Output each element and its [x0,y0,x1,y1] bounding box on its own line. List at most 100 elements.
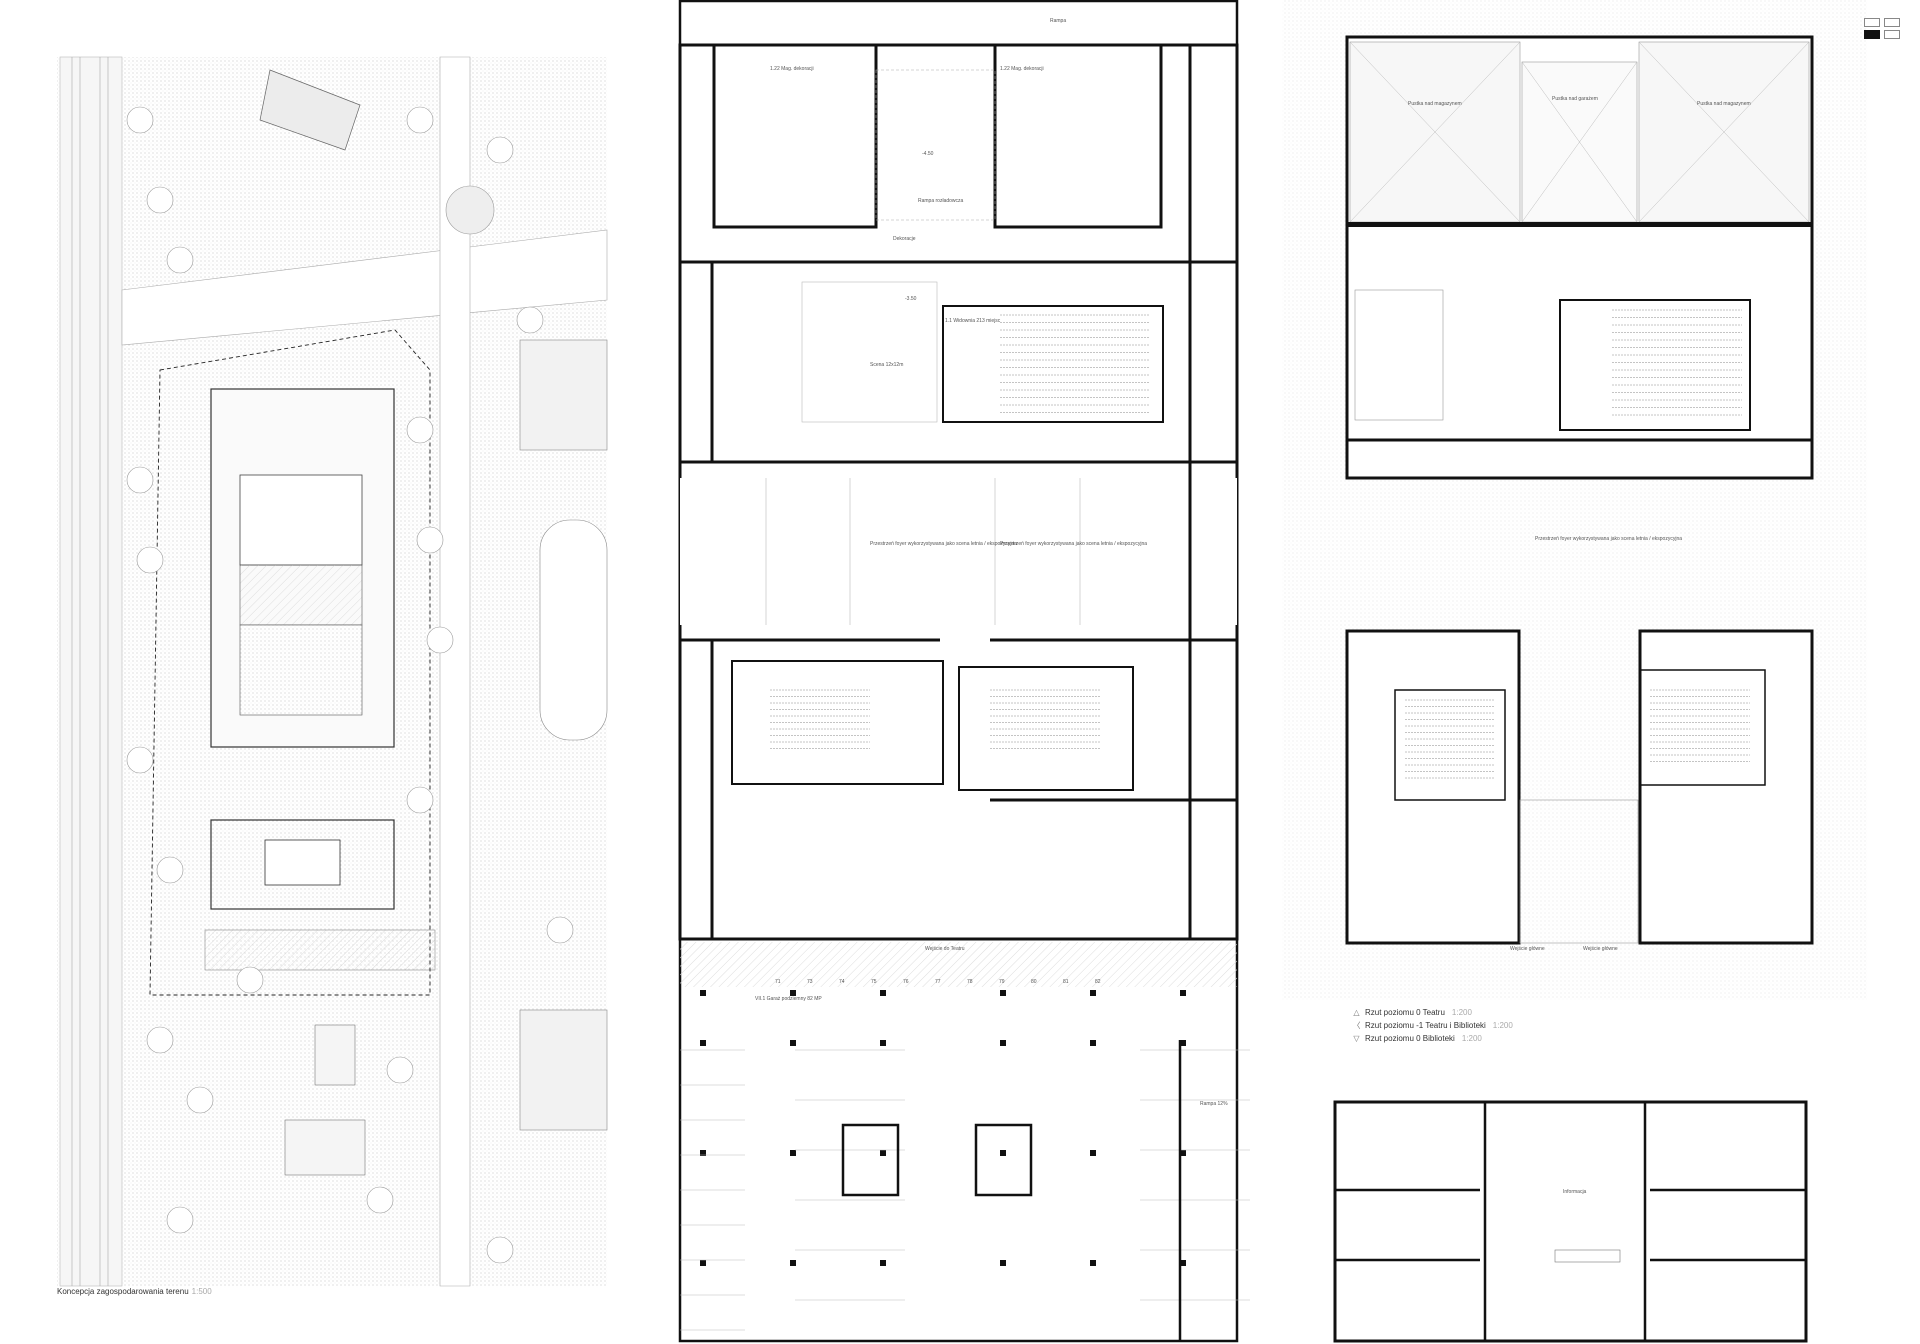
legend-scale: 1:200 [1451,1008,1472,1017]
legend-label: Rzut poziomu 0 Teatru [1365,1008,1445,1017]
tree [486,1236,514,1264]
storage-left [712,43,878,229]
column [1000,1150,1006,1156]
sports-field [519,339,608,451]
storage-right [993,43,1163,229]
hall-wing-left [1345,629,1521,945]
legend-item: ▽ Rzut poziomu 0 Biblioteki 1:200 [1352,1032,1513,1045]
chevron-left-icon: 〈 [1352,1021,1361,1030]
toggle-box[interactable] [1864,30,1880,39]
column [790,1260,796,1266]
hall-left [731,660,944,785]
tree [386,1056,414,1084]
parking-space-number: 82 [1095,979,1101,985]
plan-legend: △ Rzut poziomu 0 Teatru 1:200 〈 Rzut pozi… [1352,1006,1513,1045]
hall-left-room [1394,689,1506,801]
stage [801,281,938,423]
auditorium-upper [1559,299,1751,431]
legend-label: Rzut poziomu 0 Biblioteki [1365,1034,1455,1043]
tree [126,106,154,134]
room-label: Rampa [1050,18,1066,24]
tree [156,856,184,884]
tree [166,246,194,274]
caption-title: Koncepcja zagospodarowania terenu [57,1287,189,1296]
triangle-up-icon: △ [1353,1008,1360,1017]
tree [416,526,444,554]
column [1000,1040,1006,1046]
room-label: Wejście do Teatru [925,946,965,952]
column [790,1040,796,1046]
room-label: Informacja [1563,1189,1587,1195]
column [1090,1040,1096,1046]
site-plan [57,56,608,1287]
column [1090,990,1096,996]
column [1090,1150,1096,1156]
wall [1347,222,1812,227]
toggle-box[interactable] [1884,30,1900,39]
room-label: VII.1 Garaż podziemny 82 MP [755,996,822,1002]
parking-space-number: 71 [775,979,781,985]
tree [516,306,544,334]
tree [126,466,154,494]
auditorium-seats [1612,309,1742,416]
column [1000,990,1006,996]
room-label: Przestrzeń foyer wykorzystywana jako sce… [1000,541,1147,547]
column [880,1260,886,1266]
parking-space-number: 75 [871,979,877,985]
room-label: 1.22 Mag. dekoracji [1000,66,1044,72]
triangle-down-icon: ▽ [1353,1034,1360,1043]
auditorium [942,305,1164,423]
tree [126,746,154,774]
parking-entry-strip [680,942,1237,987]
house [314,1024,356,1086]
column [700,1150,706,1156]
parking-space-number: 74 [839,979,845,985]
running-track [539,519,608,741]
column [1180,1260,1186,1266]
tree [406,416,434,444]
toggle-box[interactable] [1884,18,1900,27]
column [1180,1040,1186,1046]
parking-space-number: 81 [1063,979,1069,985]
column [700,1040,706,1046]
tree [236,966,264,994]
column [880,1150,886,1156]
room-label: Rampa rozładowcza [918,198,964,204]
tree [186,1086,214,1114]
room-label: Wejście główne [1510,946,1545,952]
neighbour-building [519,1009,608,1131]
tree [426,626,454,654]
hall-seats [1405,689,1750,779]
tree [146,1026,174,1054]
trees [126,106,574,1264]
room-label: Pustka nad garażem [1552,96,1598,102]
hall-wing-right [1638,629,1814,945]
plan-level-0: Pustka nad magazynem Pustka nad garażem … [1282,0,1867,1343]
column [790,990,796,996]
hall-right [958,666,1134,791]
toggle-box[interactable] [1864,18,1880,27]
legend-item: △ Rzut poziomu 0 Teatru 1:200 [1352,1006,1513,1019]
railway-band [59,56,123,1287]
room-label: Rampa 12% [1200,1101,1228,1107]
railway-tracks [71,57,109,1286]
void-stage [1354,289,1444,421]
auditorium-seats [1000,314,1150,413]
column [1090,1260,1096,1266]
parking-space-number: 77 [935,979,941,985]
plot-boundary [149,329,431,996]
green-roof [239,624,363,716]
parking-space-number: 78 [967,979,973,985]
parking-space-number: 76 [903,979,909,985]
tree [366,1186,394,1214]
caption-scale: 1:500 [191,1287,212,1296]
room-label: Pustka nad magazynem [1697,101,1751,107]
column [1000,1260,1006,1266]
existing-building-north [259,69,361,151]
roof-band [239,564,363,626]
legend-scale: 1:200 [1461,1034,1482,1043]
